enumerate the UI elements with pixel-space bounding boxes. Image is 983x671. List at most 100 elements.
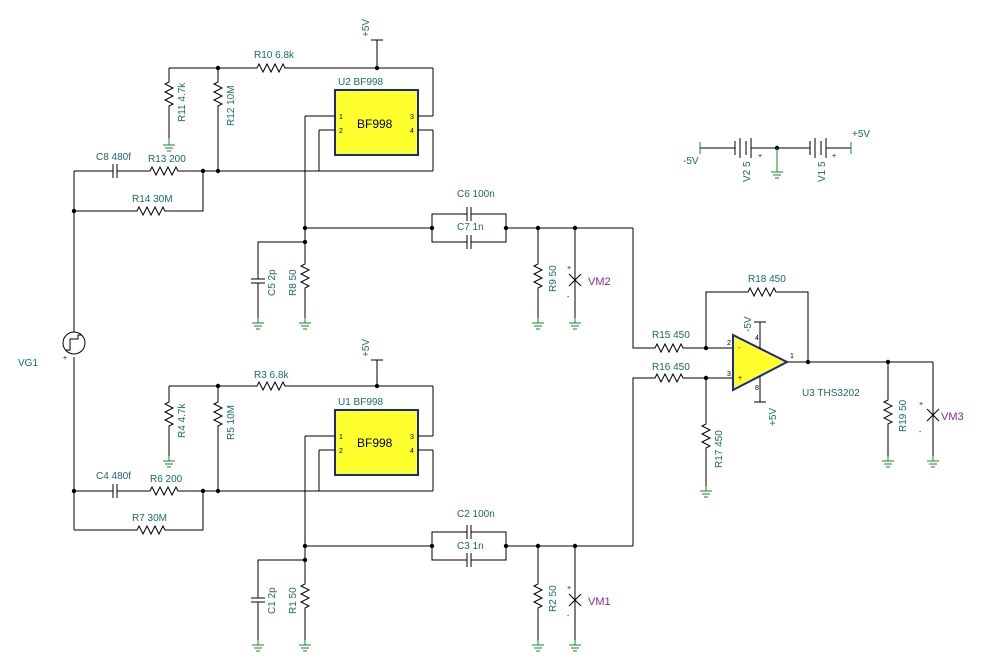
capacitor-c8[interactable]	[104, 164, 140, 178]
u3-label: U3 THS3202	[802, 388, 860, 399]
svg-text:+: +	[63, 355, 67, 362]
capacitor-c3[interactable]	[431, 546, 507, 567]
r6-label: R6 200	[150, 474, 183, 485]
resistor-r6[interactable]	[140, 485, 203, 497]
svg-text:3: 3	[410, 434, 414, 441]
resistor-r1[interactable]	[299, 560, 311, 652]
svg-text:+: +	[567, 585, 571, 592]
v2-label: V2 5	[742, 161, 753, 182]
capacitor-c1[interactable]	[251, 559, 305, 652]
battery-v2[interactable]: +	[734, 138, 810, 160]
voltmeter-vm1[interactable]: + -	[567, 546, 582, 652]
svg-text:3: 3	[410, 114, 414, 121]
resistor-r13[interactable]	[140, 165, 203, 177]
vg1-label: VG1	[18, 358, 38, 369]
c8-label: C8 480f	[96, 152, 131, 163]
svg-text:-: -	[919, 429, 922, 436]
top-stage: C8 480f R13 200 R14 30M R11 4.7k R12 1	[96, 19, 650, 349]
r16-label: R16 450	[652, 362, 690, 373]
svg-text:2: 2	[339, 128, 343, 135]
svg-text:2: 2	[727, 340, 731, 347]
capacitor-c6[interactable]	[431, 207, 507, 228]
resistor-r15[interactable]	[650, 342, 733, 354]
r7-label: R7 30M	[132, 513, 167, 524]
resistor-r10[interactable]	[253, 62, 433, 74]
signal-generator-vg1[interactable]: +	[62, 330, 86, 362]
svg-text:+: +	[919, 401, 923, 408]
voltmeter-vm2[interactable]: + -	[567, 228, 582, 330]
svg-text:-: -	[738, 345, 741, 352]
capacitor-c2[interactable]	[431, 525, 507, 546]
svg-text:8: 8	[755, 385, 759, 392]
svg-text:4: 4	[410, 128, 414, 135]
c7-label: C7 1n	[457, 222, 484, 233]
supply-pos-label: +5V	[852, 129, 870, 140]
c6-label: C6 100n	[457, 189, 495, 200]
capacitor-c4[interactable]	[104, 484, 140, 498]
r8-label: R8 50	[288, 269, 299, 296]
resistor-r14[interactable]	[132, 171, 204, 217]
svg-text:2: 2	[339, 448, 343, 455]
c4-label: C4 480f	[96, 471, 131, 482]
r9-label: R9 50	[548, 265, 559, 292]
r18-label: R18 450	[748, 274, 786, 285]
resistor-r4[interactable]	[163, 386, 175, 468]
top-vcc-label: +5V	[361, 19, 372, 37]
svg-text:+: +	[738, 375, 742, 382]
resistor-r9[interactable]	[532, 228, 544, 330]
c3-label: C3 1n	[457, 541, 484, 552]
resistor-r19[interactable]	[882, 362, 894, 468]
power-supply: -5V + V2 5 + V1 5 +5V	[683, 129, 870, 182]
resistor-r11[interactable]	[163, 68, 175, 152]
opamp-vneg-label: -5V	[743, 316, 754, 332]
input-bus	[71, 170, 132, 531]
c2-label: C2 100n	[457, 509, 495, 520]
resistor-r16[interactable]	[650, 372, 733, 384]
svg-text:4: 4	[410, 448, 414, 455]
capacitor-c5[interactable]	[251, 241, 305, 330]
r17-label: R17 450	[714, 430, 725, 468]
resistor-r12[interactable]	[212, 68, 224, 171]
v1-label: V1 5	[817, 161, 828, 182]
u1-label: U1 BF998	[338, 397, 383, 408]
resistor-r7[interactable]	[132, 491, 204, 536]
r2-label: R2 50	[548, 585, 559, 612]
transistor-u2[interactable]: 1 2 3 4 BF998	[305, 68, 434, 171]
opamp-u3[interactable]: 2 3 1 4 8 - +	[727, 321, 933, 403]
svg-text:1: 1	[339, 434, 343, 441]
capacitor-c7[interactable]	[431, 228, 507, 249]
resistor-r5[interactable]	[212, 386, 224, 491]
voltmeter-vm3[interactable]: + -	[919, 362, 940, 468]
r4-label: R4 4.7k	[177, 403, 188, 438]
svg-text:-: -	[567, 613, 570, 620]
r13-label: R13 200	[148, 154, 186, 165]
r1-label: R1 50	[288, 587, 299, 614]
transistor-u1[interactable]: 1 2 3 4 BF998	[305, 386, 434, 491]
bottom-vcc-label: +5V	[361, 339, 372, 357]
r19-label: R19 50	[898, 399, 909, 432]
opamp-vpos-label: +5V	[768, 408, 779, 426]
r5-label: R5 10M	[226, 405, 237, 440]
vm1-label: VM1	[588, 596, 611, 608]
r11-label: R11 4.7k	[177, 82, 188, 122]
amplifier-stage: R15 450 R16 450 R18 450 R17 450	[650, 274, 964, 498]
resistor-r18[interactable]	[705, 286, 809, 362]
vm2-label: VM2	[588, 276, 611, 288]
c5-label: C5 2p	[267, 269, 278, 296]
r14-label: R14 30M	[132, 194, 173, 205]
resistor-r17[interactable]	[700, 378, 712, 498]
resistor-r2[interactable]	[532, 546, 544, 652]
svg-text:+: +	[758, 153, 762, 160]
svg-text:1: 1	[790, 353, 794, 360]
svg-text:+: +	[567, 265, 571, 272]
svg-text:4: 4	[755, 335, 759, 342]
u2-label: U2 BF998	[338, 77, 383, 88]
svg-text:+: +	[832, 153, 836, 160]
svg-text:3: 3	[727, 371, 731, 378]
battery-v1[interactable]: +	[809, 138, 851, 160]
resistor-r3[interactable]	[253, 380, 433, 392]
svg-text:1: 1	[339, 114, 343, 121]
resistor-r8[interactable]	[299, 242, 311, 330]
u1-chip-name: BF998	[357, 436, 393, 450]
